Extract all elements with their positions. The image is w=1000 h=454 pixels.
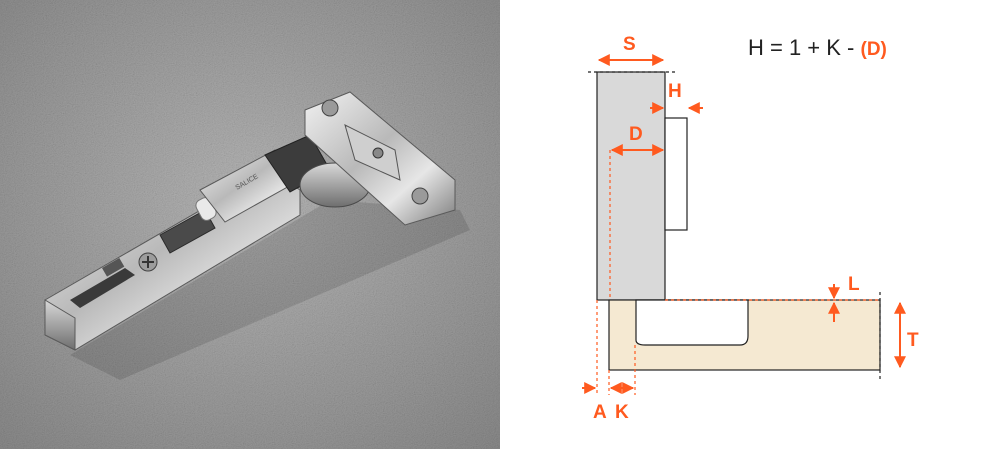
hinge-object: SALICE (44, 91, 470, 380)
label-s: S (623, 34, 636, 55)
hinge-photo: SALICE (0, 0, 500, 449)
label-l: L (848, 274, 860, 295)
label-d: D (629, 124, 643, 145)
door-panel (596, 71, 666, 301)
hinge-diagram-svg: H = 1 + K - (D) S (582, 34, 919, 423)
label-h: H (668, 81, 682, 102)
dimension-guides (596, 150, 880, 395)
hinge-diagram: H = 1 + K - (D) S (500, 0, 1000, 449)
label-t: T (907, 330, 919, 351)
label-k: K (615, 402, 629, 423)
label-a: A (593, 402, 607, 423)
hinge-plate (664, 117, 688, 231)
cup-hole (635, 299, 749, 346)
hinge-photo-image: SALICE (0, 0, 500, 449)
formula-text: H = 1 + K - (D) (748, 35, 887, 60)
